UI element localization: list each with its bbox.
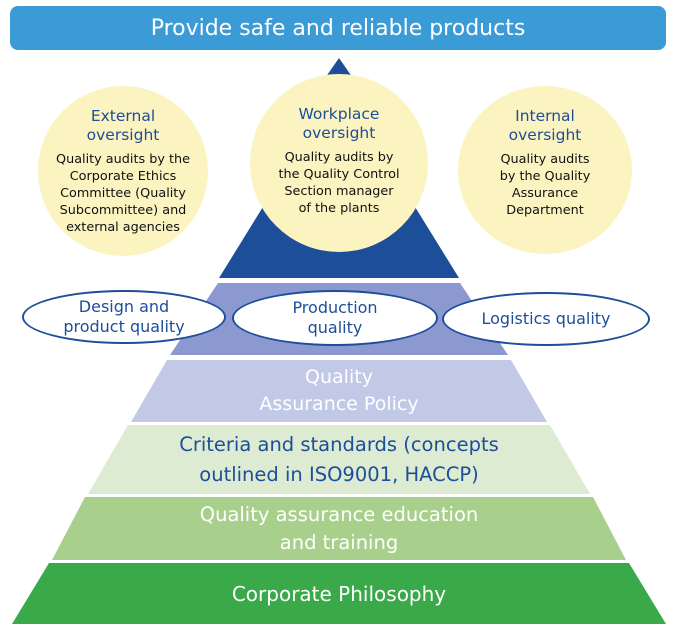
- circle-title: Workplace oversight: [298, 105, 380, 142]
- layer-criteria-standards: [88, 425, 590, 494]
- circle-title: Internal oversight: [508, 107, 582, 144]
- quality-assurance-policy-label: Quality Assurance Policy: [259, 366, 419, 415]
- criteria-standards-label: Criteria and standards (concepts outline…: [179, 432, 499, 486]
- production-quality-oval: Production quality: [232, 290, 438, 346]
- layer-quality-assurance-policy: [131, 360, 547, 422]
- design-product-quality-oval: Design and product quality: [22, 290, 226, 344]
- internal-oversight-circle: Internal oversight Quality audits by the…: [458, 86, 632, 254]
- logistics-quality-oval: Logistics quality: [442, 292, 650, 346]
- layer-education-training: [52, 497, 626, 560]
- circle-title: External oversight: [86, 107, 160, 144]
- education-training-label: Quality assurance education and training: [199, 502, 479, 554]
- external-oversight-circle: External oversight Quality audits by the…: [38, 86, 208, 256]
- circle-description: Quality audits by the Quality Assurance …: [499, 152, 591, 218]
- layer-corporate-philosophy: [12, 563, 666, 624]
- goal-banner: Provide safe and reliable products: [10, 6, 666, 50]
- corporate-philosophy-label: Corporate Philosophy: [231, 581, 447, 606]
- circle-description: Quality audits by the Corporate Ethics C…: [56, 152, 190, 235]
- circle-description: Quality audits by the Quality Control Se…: [278, 150, 400, 216]
- workplace-oversight-circle: Workplace oversight Quality audits by th…: [250, 74, 428, 252]
